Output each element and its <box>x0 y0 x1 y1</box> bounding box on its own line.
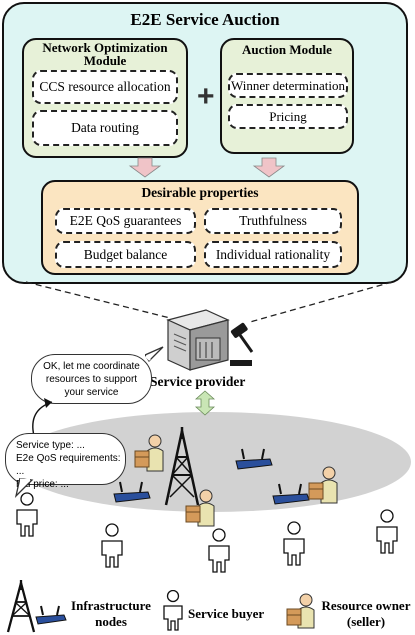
router-icon <box>272 483 310 505</box>
ccs-resource-allocation-box: CCS resource allocation <box>32 70 178 104</box>
legend-owner-label: Resource owner (seller) <box>318 598 414 630</box>
individual-rationality-box: Individual rationality <box>204 241 342 268</box>
legend-infrastructure-line1: Infrastructure <box>71 598 151 613</box>
module-arrows <box>128 157 286 178</box>
auction-module: Auction Module Winner determination Pric… <box>220 38 354 154</box>
legend-owner-line1: Resource owner <box>321 598 411 613</box>
legend-buyer-icon <box>163 590 183 631</box>
e2e-qos-box: E2E QoS guarantees <box>55 208 196 234</box>
resource-owner-icon <box>308 466 338 504</box>
desirable-properties-title: Desirable properties <box>141 185 259 200</box>
auction-title: E2E Service Auction <box>130 10 280 29</box>
truthfulness-box: Truthfulness <box>204 208 342 234</box>
service-provider-label: Service provider <box>150 374 246 389</box>
e2e-qos-label: E2E QoS guarantees <box>69 213 182 228</box>
data-routing-box: Data routing <box>32 110 178 146</box>
request-service-type: Service type: ... <box>16 440 85 451</box>
service-buyer-icon <box>208 528 230 573</box>
service-buyer-icon <box>101 523 123 568</box>
tower-icon <box>164 427 200 506</box>
provider-reply-bubble: OK, let me coordinate resources to suppo… <box>31 354 152 404</box>
reply-line-2: resources to support <box>45 374 138 385</box>
individual-rationality-label: Individual rationality <box>215 246 331 262</box>
legend-infrastructure-label: Infrastructure nodes <box>66 598 156 630</box>
network-to-properties-arrow <box>128 157 162 178</box>
service-buyer-icon <box>16 492 38 537</box>
router-icon <box>113 481 151 503</box>
network-module-title-line1: Network Optimization <box>42 40 168 55</box>
network-optimization-module: Network Optimization Module CCS resource… <box>22 38 188 158</box>
reply-bubble-tail <box>145 346 164 363</box>
projection-lines <box>25 281 393 323</box>
request-qos: E2e QoS requirements: ... <box>16 453 121 477</box>
service-buyer-icon <box>376 509 398 554</box>
router-icon <box>235 448 273 470</box>
request-bubble-tail <box>14 478 34 498</box>
auction-module-title: Auction Module <box>242 42 332 57</box>
legend-infrastructure-line2: nodes <box>95 614 127 629</box>
buyer-request-bubble: Service type: ... E2e QoS requirements: … <box>5 433 126 490</box>
resource-owner-icon <box>185 489 215 527</box>
truthfulness-label: Truthfulness <box>239 213 307 228</box>
budget-balance-box: Budget balance <box>55 241 196 268</box>
ccs-resource-allocation-label: CCS resource allocation <box>39 79 171 94</box>
request-curve-arrow <box>32 398 53 437</box>
legend-tower-icon <box>6 580 36 633</box>
auction-to-properties-arrow <box>252 157 286 178</box>
resource-owner-icon <box>134 434 164 472</box>
reply-line-1: OK, let me coordinate <box>43 361 140 372</box>
data-routing-label: Data routing <box>71 120 139 135</box>
request-bid-price: Bid price: ... <box>16 479 69 490</box>
pricing-label: Pricing <box>269 108 307 124</box>
reply-line-3: your service <box>64 387 119 398</box>
legend-buyer-label: Service buyer <box>188 606 265 621</box>
provider-network-arrow <box>194 390 216 416</box>
legend-owner-icon <box>286 593 315 629</box>
legend-router-icon <box>35 605 67 625</box>
plus-symbol: + <box>197 80 215 113</box>
desirable-properties-box: Desirable properties E2E QoS guarantees … <box>41 180 359 275</box>
legend-owner-line2: (seller) <box>346 614 386 629</box>
budget-balance-label: Budget balance <box>83 246 168 262</box>
winner-determination-label: Winner determination <box>231 77 345 93</box>
winner-determination-box: Winner determination <box>228 73 348 98</box>
pricing-box: Pricing <box>228 104 348 129</box>
service-provider-icon <box>166 309 254 371</box>
network-module-title-line2: Module <box>83 53 127 68</box>
service-buyer-icon <box>283 521 305 566</box>
